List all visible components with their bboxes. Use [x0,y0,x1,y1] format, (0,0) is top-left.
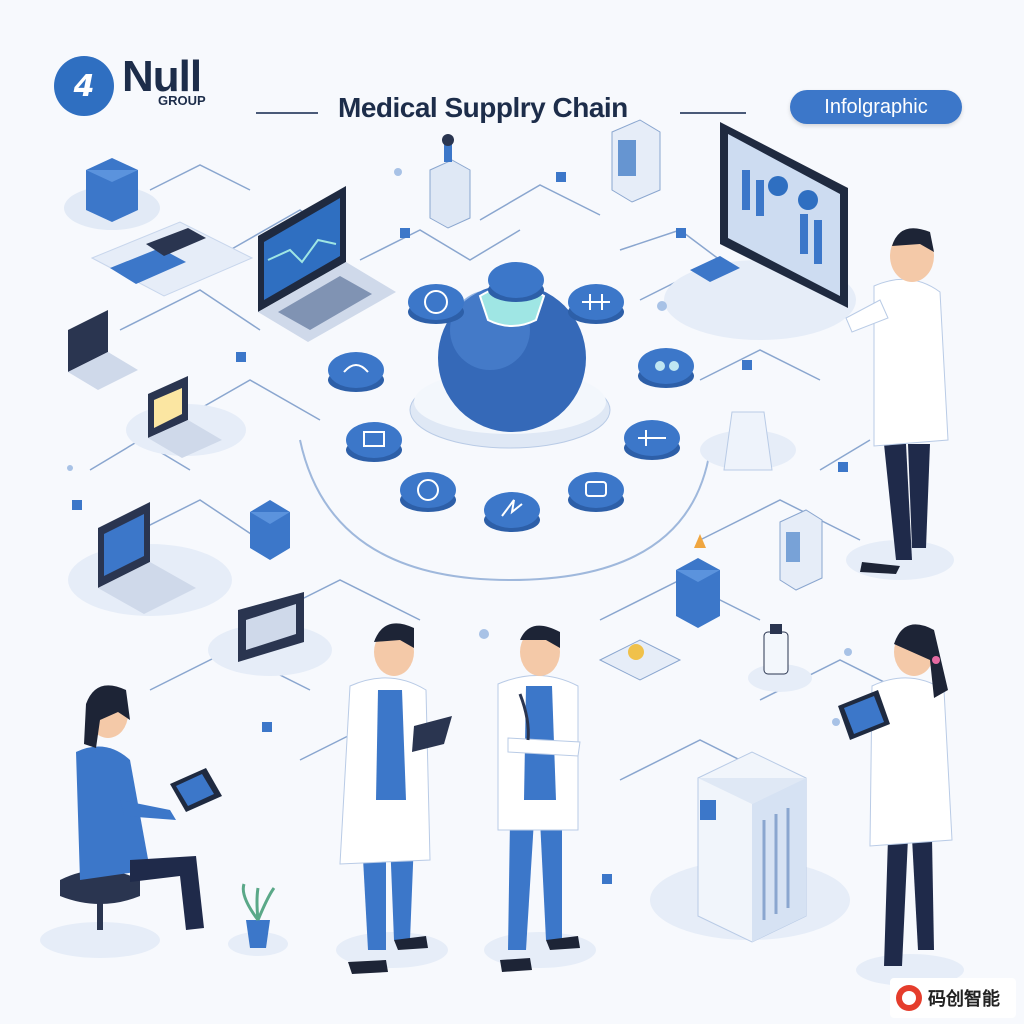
network-node-icon [568,472,624,512]
title-divider-left [256,112,318,114]
database-icon [64,158,160,230]
network-node-icon [568,284,624,324]
infographic-tag[interactable]: Infolgraphic [790,90,962,124]
network-node-icon [346,422,402,462]
orbit-arc [299,439,711,582]
network-node-icon [484,492,540,532]
monitor-icon [664,122,856,340]
title-divider-right [680,112,746,114]
plant-icon [228,883,288,956]
header: 4 Null GROUP Medical Supplry Chain Infol… [0,40,1024,124]
network-node-icon [408,284,464,324]
laptop-icon [68,502,232,616]
server-icon [650,751,850,943]
laptop-icon [126,376,246,458]
hub-sphere-icon [409,284,611,449]
cube-icon [250,500,290,560]
nurse-figure [40,685,222,958]
server-icon [429,134,471,229]
network-node-icon [638,348,694,388]
medicine-stack-icon [676,534,720,628]
network-node-icon [400,472,456,512]
page-title: Medical Supplry Chain [338,92,628,123]
nurse-figure [838,624,964,986]
card-terminal-icon [90,221,254,297]
orbit-nodes [328,262,694,532]
watermark: 码创智能 [890,978,1016,1018]
tablet-device-icon [208,592,332,676]
logo-subtitle: GROUP [158,93,206,108]
flask-icon [700,411,796,471]
logo-name: Null [122,52,202,101]
document-panel-icon [779,509,823,591]
doctor-figure [484,625,596,972]
document-panel-icon [611,119,661,203]
decorative-dots [67,168,852,726]
package-tray-icon [598,639,682,681]
logo-icon: 4 [54,56,114,116]
doctor-figure [845,228,954,580]
laptop-icon [258,186,396,342]
doctor-figure [336,623,452,974]
network-node-icon [488,262,544,302]
network-node-icon [328,352,384,392]
watermark-text: 码创智能 [928,989,1000,1010]
laptop-icon [68,310,138,390]
watermark-logo-icon [896,985,922,1011]
vial-icon [748,624,812,692]
network-node-icon [624,420,680,460]
